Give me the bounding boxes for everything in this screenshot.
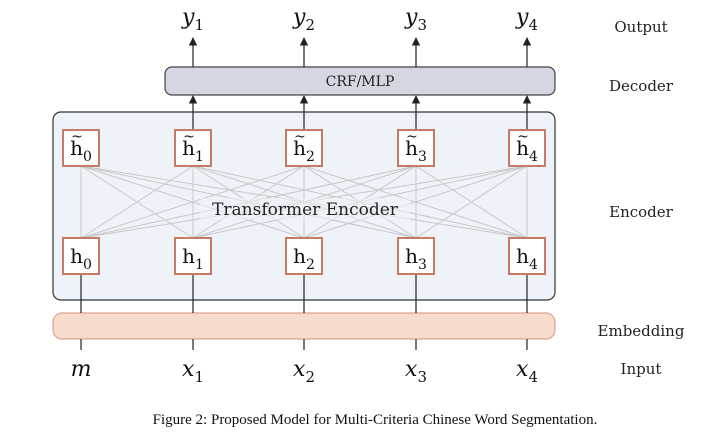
input-label-2: x2: [293, 357, 315, 386]
decoder-box-label: CRF/MLP: [326, 74, 395, 90]
encoder-label-backdrop: [200, 198, 410, 220]
hidden-bottom-node-4: [508, 237, 546, 275]
hidden-bottom-label-4: h4: [516, 244, 538, 273]
hidden-top-node-4: [508, 129, 546, 167]
hidden-top-nodes: h0~h1~h2~h3~h4~: [62, 129, 546, 167]
hidden-top-label-2: h2: [293, 136, 315, 165]
hidden-bottom-label-3: h3: [405, 244, 427, 273]
hidden-top-tilde-4: ~: [517, 129, 529, 145]
hidden-bottom-label-2: h2: [293, 244, 315, 273]
hidden-bottom-nodes: h0 h1 h2 h3 h4: [62, 237, 546, 275]
input-label-3: x3: [405, 357, 427, 386]
input-label-0: m: [71, 357, 92, 382]
output-label-3: y4: [515, 5, 538, 34]
transformer-encoder-label: Transformer Encoder: [212, 200, 399, 220]
figure-caption: Figure 2: Proposed Model for Multi-Crite…: [153, 412, 598, 428]
hidden-top-tilde-0: ~: [71, 129, 83, 145]
output-label-0: y1: [181, 5, 204, 34]
stage-label-decoder: Decoder: [609, 77, 674, 95]
hidden-bottom-node-1: [174, 237, 212, 275]
hidden-bottom-node-0: [62, 237, 100, 275]
stage-label-output: Output: [614, 18, 667, 36]
connection-line-4-2: [303, 165, 528, 239]
output-label-1: y2: [292, 5, 315, 34]
hidden-bottom-node-3: [397, 237, 435, 275]
embedding-bar: [52, 312, 556, 340]
hidden-top-node-3: [397, 129, 435, 167]
hidden-top-node-1: [174, 129, 212, 167]
hidden-bottom-label-1: h1: [182, 244, 204, 273]
hidden-top-tilde-1: ~: [183, 129, 195, 145]
connection-line-2-0: [80, 165, 305, 239]
stage-label-embedding: Embedding: [598, 322, 685, 340]
hidden-top-node-2: [285, 129, 323, 167]
input-label-1: x1: [182, 357, 204, 386]
output-label-2: y3: [404, 5, 427, 34]
stage-label-encoder: Encoder: [609, 203, 674, 221]
hidden-top-tilde-2: ~: [294, 129, 306, 145]
hidden-top-label-0: h0: [70, 136, 92, 165]
input-labels: m x1 x2 x3 x4: [71, 357, 538, 386]
decoder-box: [164, 66, 556, 96]
hidden-top-label-4: h4: [516, 136, 538, 165]
stage-label-input: Input: [621, 360, 662, 378]
input-label-4: x4: [516, 357, 538, 386]
hidden-bottom-label-0: h0: [70, 244, 92, 273]
output-labels: y1 y2 y3 y4: [181, 5, 538, 34]
connection-line-4-3: [415, 165, 528, 239]
connection-line-1-0: [80, 165, 194, 239]
hidden-bottom-node-2: [285, 237, 323, 275]
hidden-top-node-0: [62, 129, 100, 167]
hidden-top-label-1: h1: [182, 136, 204, 165]
hidden-top-tilde-3: ~: [406, 129, 418, 145]
hidden-top-label-3: h3: [405, 136, 427, 165]
